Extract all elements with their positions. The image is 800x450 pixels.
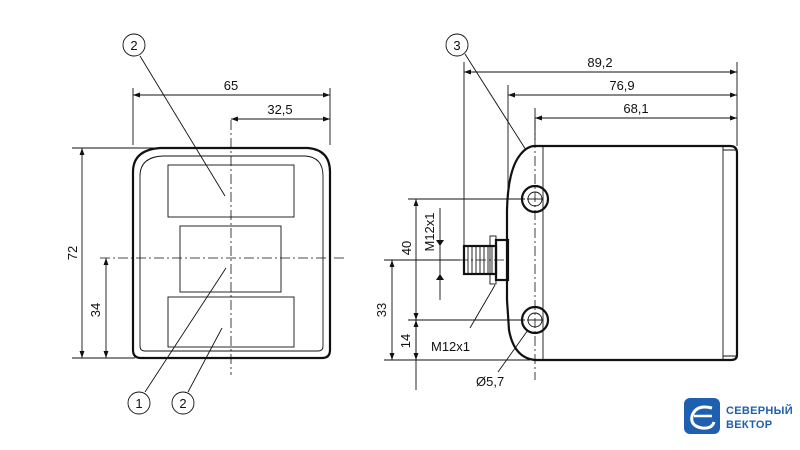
dim-width-label: 65 [224, 78, 238, 93]
callout-3: 3 [445, 33, 527, 151]
callout-2-bottom: 2 [171, 327, 223, 415]
dim-hole-spacing-label: 40 [399, 241, 414, 255]
front-housing-inner [139, 155, 324, 352]
thread-vertical-label: M12x1 [422, 212, 437, 251]
svg-text:2: 2 [179, 396, 186, 411]
dim-center-height-label: 34 [88, 303, 103, 317]
front-view: 65 32,5 72 34 2 1 2 [65, 33, 345, 415]
svg-text:1: 1 [135, 396, 142, 411]
thread-horizontal-label: M12x1 [431, 339, 470, 354]
front-housing-outline [131, 146, 332, 360]
dim-half-width-label: 32,5 [267, 102, 292, 117]
side-view: 89,2 76,9 68,1 40 33 14 M12x1 M12x1 Ø5,7… [374, 33, 739, 390]
svg-text:2: 2 [130, 38, 137, 53]
dim-to-holes-label: 76,9 [609, 78, 634, 93]
callout-2-top: 2 [122, 33, 226, 197]
front-window-middle [179, 225, 282, 293]
logo-line2: ВЕКТОР [726, 419, 772, 431]
dim-lower-hole-base-label: 14 [398, 334, 413, 348]
dim-height-label: 72 [65, 246, 80, 260]
dim-connector-height-label: 33 [374, 303, 389, 317]
front-window-top [167, 164, 295, 218]
company-logo: СЕВЕРНЫЙ ВЕКТОР [684, 398, 793, 434]
side-housing-outline [505, 144, 739, 362]
logo-line1: СЕВЕРНЫЙ [726, 404, 793, 417]
callout-1: 1 [127, 267, 227, 415]
hole-diameter-label: Ø5,7 [476, 374, 504, 389]
svg-text:3: 3 [453, 38, 460, 53]
dim-overall-label: 89,2 [587, 55, 612, 70]
dim-body-label: 68,1 [623, 101, 648, 116]
